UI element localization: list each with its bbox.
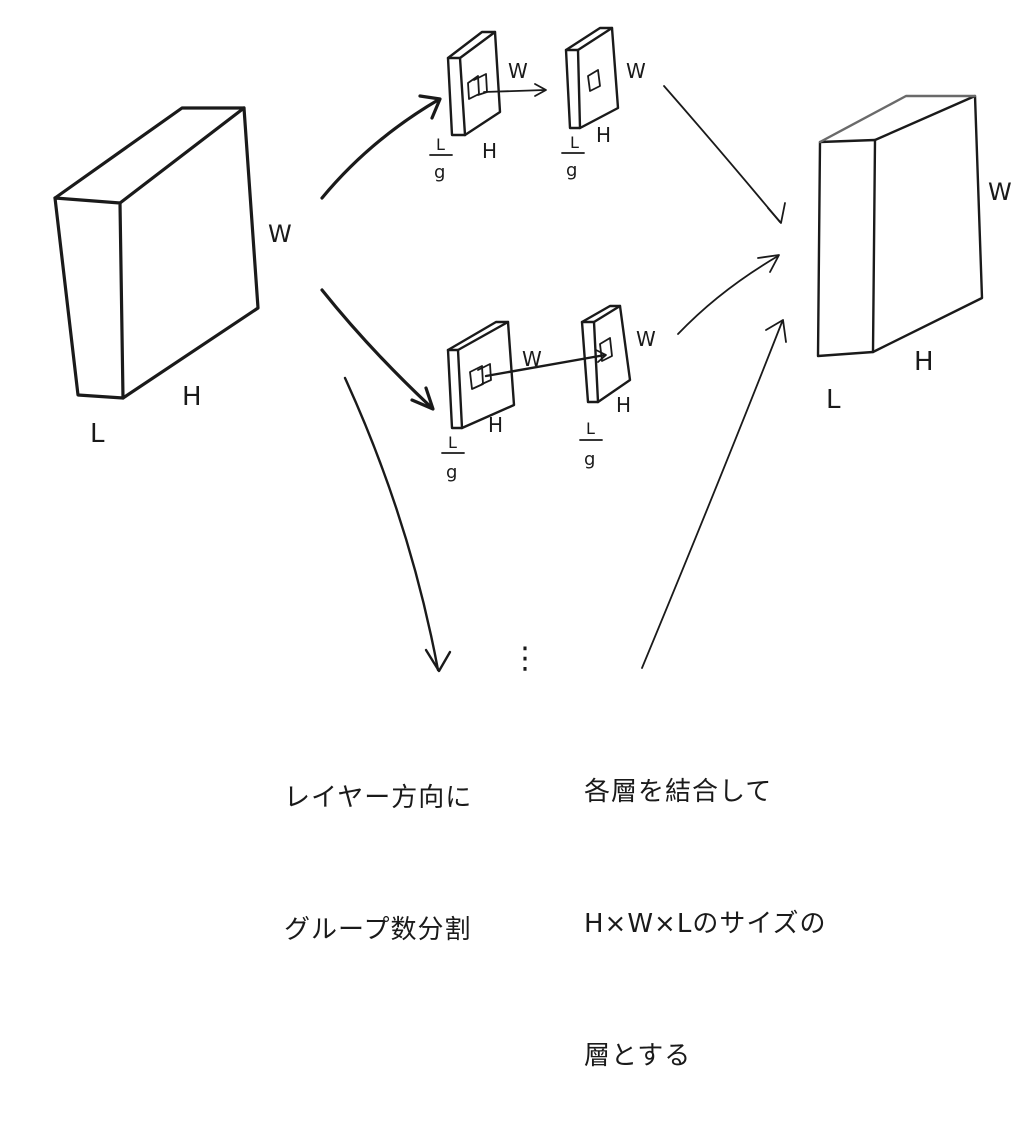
concat-note-line3: 層とする bbox=[584, 1041, 692, 1071]
split-note: レイヤー方向に グループ数分割 bbox=[284, 688, 472, 996]
group2-slab-a-label-w: W bbox=[522, 347, 542, 371]
group1-slab-b-frac-num: L bbox=[570, 133, 579, 152]
group2-slab-b-filter bbox=[599, 337, 613, 362]
split-arrow-down-head bbox=[424, 648, 452, 673]
merge-arrow-lower bbox=[677, 255, 779, 335]
group1-slab-b-filter bbox=[587, 69, 601, 92]
diagram-canvas: W H L W H L g W H L g bbox=[53, 26, 1012, 1071]
input-block-top-face bbox=[53, 106, 246, 200]
group2-slab-b: W H L g bbox=[579, 304, 656, 470]
concat-note: 各層を結合して H×W×Lのサイズの 層とする bbox=[584, 682, 827, 1122]
group2-slab-b-label-h: H bbox=[616, 393, 631, 417]
group1-slab-a-label-w: W bbox=[508, 59, 528, 83]
group1-slab-b-label-w: W bbox=[626, 59, 646, 83]
group2-conv-arrow bbox=[484, 353, 607, 378]
merge-arrow-upper bbox=[663, 85, 781, 223]
output-block-label-w: W bbox=[988, 178, 1012, 206]
output-block-front-face bbox=[816, 138, 877, 358]
group1-slab-b-frac-den: g bbox=[566, 160, 577, 181]
group1-slab-a: W H L g bbox=[429, 30, 528, 183]
split-note-line2: グループ数分割 bbox=[284, 915, 472, 945]
group2-slab-a-frac-num: L bbox=[448, 433, 457, 452]
group2-slab-a-frac-den: g bbox=[446, 462, 457, 483]
input-block-label-h: H bbox=[182, 382, 202, 412]
merge-arrow-lower-head bbox=[757, 254, 780, 273]
input-block-side-face bbox=[118, 106, 260, 400]
merge-arrow-bottom-head bbox=[765, 319, 787, 343]
group1-conv-arrow bbox=[483, 89, 546, 93]
concat-note-line2: H×W×Lのサイズの bbox=[584, 909, 827, 939]
group2-slab-b-frac-num: L bbox=[586, 419, 595, 438]
diagram-svg: W H L W H L g W H L g bbox=[53, 26, 1012, 676]
concat-note-line1: 各層を結合して bbox=[584, 777, 773, 807]
input-block-label-w: W bbox=[268, 220, 292, 248]
output-block: W H L bbox=[816, 94, 1012, 415]
output-block-label-l: L bbox=[826, 385, 841, 415]
group1-slab-b: W H L g bbox=[561, 26, 646, 181]
continuation-dots: ⋮ bbox=[510, 641, 540, 676]
group1-slab-b-label-h: H bbox=[596, 123, 611, 147]
split-arrow-down bbox=[343, 376, 440, 672]
group2-slab-a-label-h: H bbox=[488, 413, 503, 437]
split-arrow-lower-head bbox=[410, 386, 435, 411]
group1-slab-a-label-h: H bbox=[482, 139, 497, 163]
group2-conv-arrow-head bbox=[595, 349, 607, 363]
input-block-front-face bbox=[53, 196, 125, 400]
group2-slab-b-label-w: W bbox=[636, 327, 656, 351]
merge-arrow-upper-head bbox=[767, 202, 786, 224]
group1-slab-a-frac-num: L bbox=[436, 135, 445, 154]
group2-slab-b-frac-den: g bbox=[584, 449, 595, 470]
split-note-line1: レイヤー方向に bbox=[284, 783, 473, 813]
input-block: W H L bbox=[53, 106, 292, 449]
output-block-label-h: H bbox=[914, 347, 934, 377]
group2-slab-a: W H L g bbox=[441, 320, 542, 483]
output-block-side-face bbox=[871, 94, 984, 354]
split-arrow-lower bbox=[320, 288, 434, 410]
split-arrow-upper-head bbox=[418, 94, 442, 120]
group1-slab-a-frac-den: g bbox=[434, 162, 445, 183]
merge-arrow-bottom bbox=[641, 321, 783, 669]
group1-conv-arrow-head bbox=[534, 83, 547, 97]
input-block-label-l: L bbox=[90, 419, 105, 449]
output-block-top-face bbox=[818, 94, 977, 144]
split-arrow-upper bbox=[320, 98, 440, 200]
